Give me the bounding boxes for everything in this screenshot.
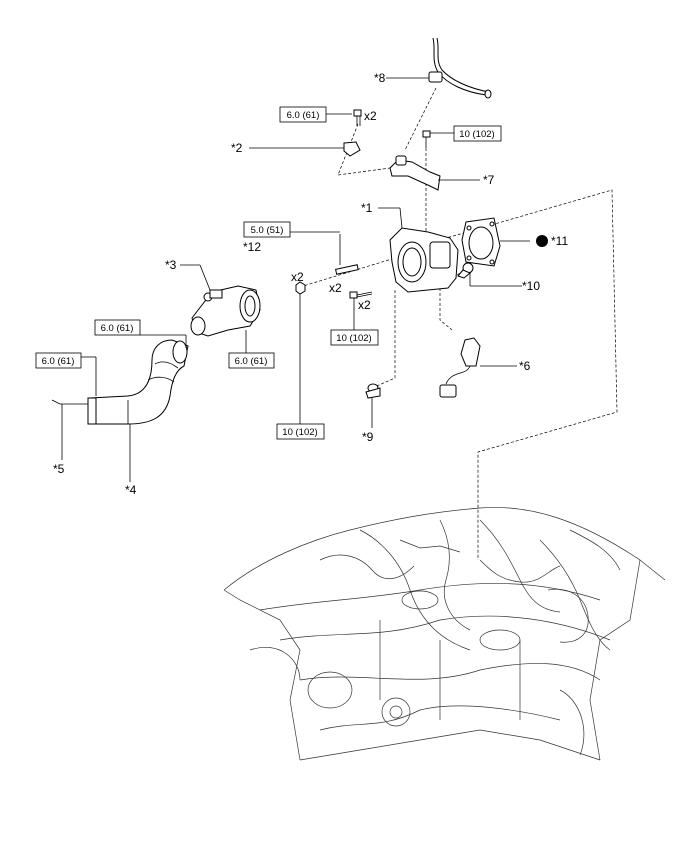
- part-12-stud: [335, 234, 359, 275]
- torque-box-p7: 10 (102): [430, 125, 502, 142]
- filled-circle-icon: [536, 235, 548, 247]
- torque-box-body: 10 (102): [330, 329, 379, 346]
- qty-stud: x2: [329, 281, 342, 295]
- torque-p2-text: 6.0 (61): [287, 110, 320, 121]
- part-9-plug: [365, 383, 381, 428]
- torque-box-nut: 10 (102): [276, 423, 325, 440]
- torque-p7-text: 10 (102): [459, 129, 494, 140]
- part-6-wire-harness: [439, 337, 517, 398]
- qty-p2: x2: [364, 109, 377, 123]
- torque-box-clamp3: 6.0 (61): [228, 352, 275, 369]
- callout-11: *11: [551, 234, 568, 248]
- callout-5: *5: [53, 462, 65, 476]
- torque-box-p12: 5.0 (51): [243, 221, 340, 238]
- callout-10: *10: [522, 279, 540, 293]
- callout-6: *6: [519, 359, 531, 373]
- torque-box-p2: 6.0 (61): [279, 106, 352, 123]
- callout-12: *12: [243, 240, 261, 254]
- part-2-bolt-and-clip: [343, 109, 362, 157]
- callout-3: *3: [165, 258, 177, 272]
- callout-8: *8: [374, 71, 386, 85]
- part-1-throttle-body: [389, 207, 459, 293]
- qty-body: x2: [358, 298, 371, 312]
- torque-box-clamp4b: 6.0 (61): [35, 352, 96, 369]
- part-8-hose: [428, 37, 492, 99]
- engine-overview: [223, 507, 666, 761]
- throttle-body-bolt: [349, 291, 373, 330]
- torque-p12-text: 5.0 (51): [251, 225, 284, 236]
- callout-4: *4: [125, 483, 137, 497]
- torque-nut-text: 10 (102): [282, 427, 317, 438]
- part-11-gasket: [461, 217, 530, 267]
- callout-7: *7: [483, 173, 495, 187]
- torque-clamp4a-text: 6.0 (61): [101, 323, 134, 334]
- callout-1: *1: [361, 201, 373, 215]
- callout-leaders: [249, 77, 480, 209]
- part-7-bracket: [389, 130, 441, 191]
- part-10-sensor: [457, 262, 522, 287]
- nut: [295, 281, 306, 424]
- torque-clamp4b-text: 6.0 (61): [42, 356, 75, 367]
- part-4-intake-hose: [51, 334, 189, 482]
- torque-clamp3-text: 6.0 (61): [235, 356, 268, 367]
- part-3-intake-connector: [180, 264, 261, 353]
- callout-2: *2: [231, 141, 243, 155]
- torque-box-clamp4a: 6.0 (61): [94, 319, 141, 336]
- callout-9: *9: [362, 430, 374, 444]
- qty-nut: x2: [291, 270, 304, 284]
- torque-body-text: 10 (102): [336, 333, 371, 344]
- assembly-dashed-lines: [299, 87, 618, 560]
